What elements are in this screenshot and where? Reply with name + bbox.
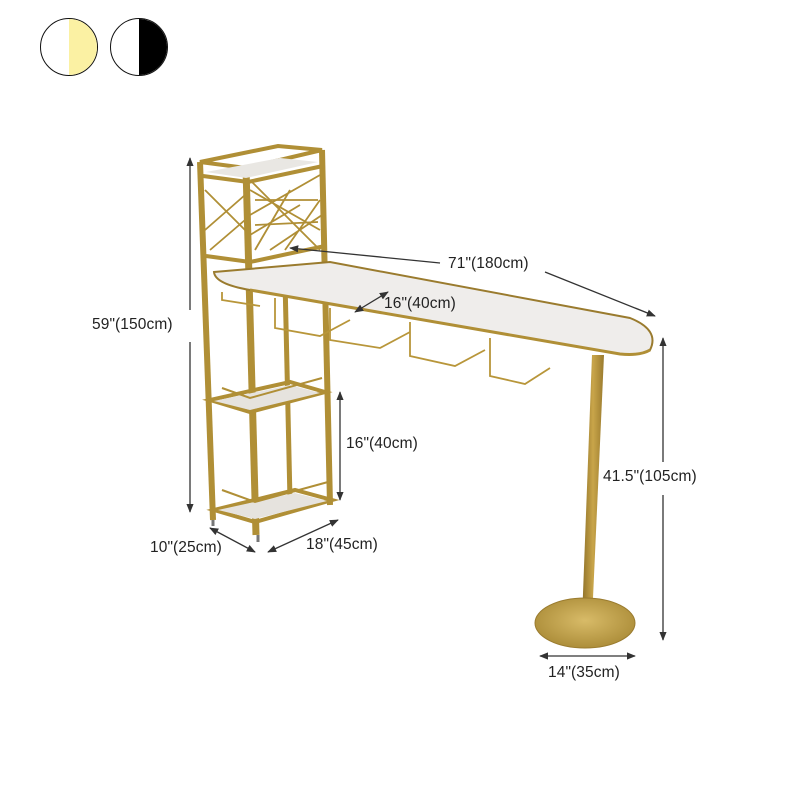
label-total-height: 59"(150cm) (92, 316, 173, 333)
label-shelf-width: 18"(45cm) (306, 536, 378, 553)
label-table-length: 71"(180cm) (448, 255, 529, 272)
label-table-depth: 16"(40cm) (384, 295, 456, 312)
label-table-height: 41.5"(105cm) (603, 468, 697, 485)
black-half (139, 19, 167, 75)
gold-half (69, 19, 97, 75)
marble-table-top (212, 260, 654, 356)
color-options (40, 18, 168, 76)
color-swatch-gold[interactable] (40, 18, 98, 76)
color-swatch-black[interactable] (110, 18, 168, 76)
glass-holders (221, 292, 551, 385)
label-base-diameter: 14"(35cm) (548, 664, 620, 681)
label-shelf-depth: 10"(25cm) (150, 539, 222, 556)
shelf-tower (197, 143, 340, 542)
label-shelf-spacing: 16"(40cm) (346, 435, 418, 452)
dimension-lines (186, 157, 667, 660)
pedestal (534, 355, 636, 649)
